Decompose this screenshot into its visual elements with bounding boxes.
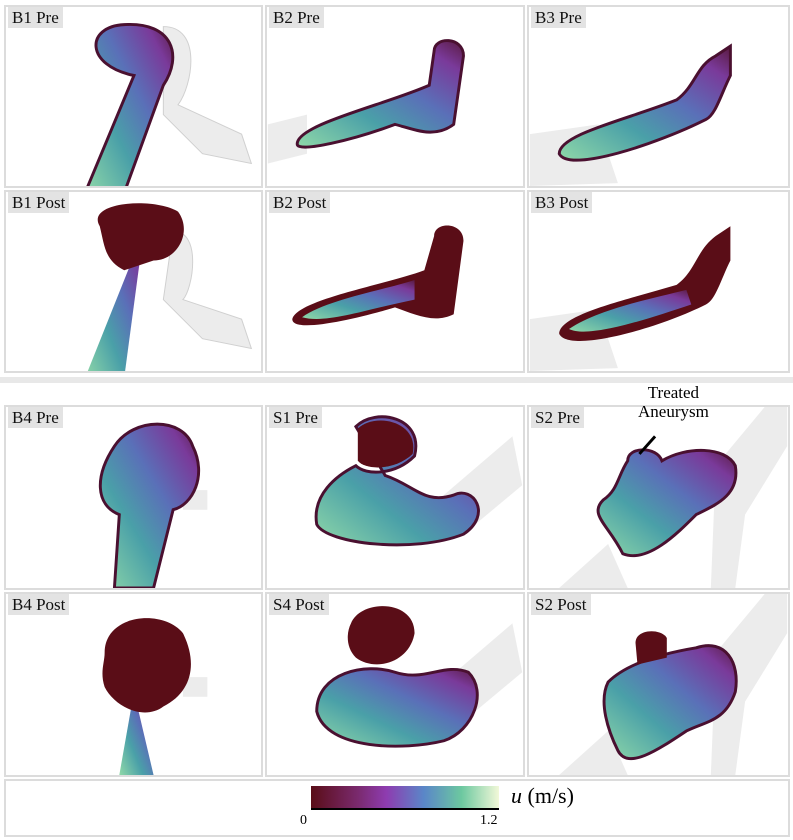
colorbar-variable: u bbox=[511, 783, 522, 808]
row-separator bbox=[0, 377, 793, 383]
panel-label: B3 Pre bbox=[531, 7, 586, 28]
panel-s1-pre: S1 Pre bbox=[265, 405, 525, 590]
panel-label: S4 Post bbox=[269, 594, 329, 615]
panel-label: B1 Pre bbox=[8, 7, 63, 28]
panel-label: B4 Pre bbox=[8, 407, 63, 428]
colorbar-gradient bbox=[311, 786, 499, 810]
panel-b3-pre: B3 Pre bbox=[527, 5, 790, 188]
colorbar-label: u (m/s) bbox=[511, 783, 574, 809]
colorbar-min: 0 bbox=[300, 813, 307, 828]
panel-b1-post: B1 Post bbox=[4, 190, 263, 373]
panel-b1-pre: B1 Pre bbox=[4, 5, 263, 188]
panel-label: S2 Pre bbox=[531, 407, 584, 428]
panel-label: B2 Post bbox=[269, 192, 331, 213]
panel-label: B2 Pre bbox=[269, 7, 324, 28]
panel-label: B4 Post bbox=[8, 594, 70, 615]
colorbar-unit: (m/s) bbox=[527, 783, 574, 808]
treated-aneurysm-annotation: Treated Aneurysm bbox=[638, 383, 709, 421]
annotation-line2: Aneurysm bbox=[638, 402, 709, 421]
annotation-line1: Treated bbox=[647, 383, 700, 402]
panel-b4-pre: B4 Pre bbox=[4, 405, 263, 590]
panel-label: S1 Pre bbox=[269, 407, 322, 428]
panel-label: B1 Post bbox=[8, 192, 70, 213]
panel-label: B3 Post bbox=[531, 192, 593, 213]
panel-label: S2 Post bbox=[531, 594, 591, 615]
panel-s4-post: S4 Post bbox=[265, 592, 525, 777]
panel-b4-post: B4 Post bbox=[4, 592, 263, 777]
panel-b2-pre: B2 Pre bbox=[265, 5, 525, 188]
panel-s2-post: S2 Post bbox=[527, 592, 790, 777]
panel-b3-post: B3 Post bbox=[527, 190, 790, 373]
colorbar: 0 1.2 u (m/s) bbox=[4, 779, 790, 837]
panel-s2-pre: S2 Pre bbox=[527, 405, 790, 590]
colorbar-max: 1.2 bbox=[480, 813, 498, 828]
panel-b2-post: B2 Post bbox=[265, 190, 525, 373]
